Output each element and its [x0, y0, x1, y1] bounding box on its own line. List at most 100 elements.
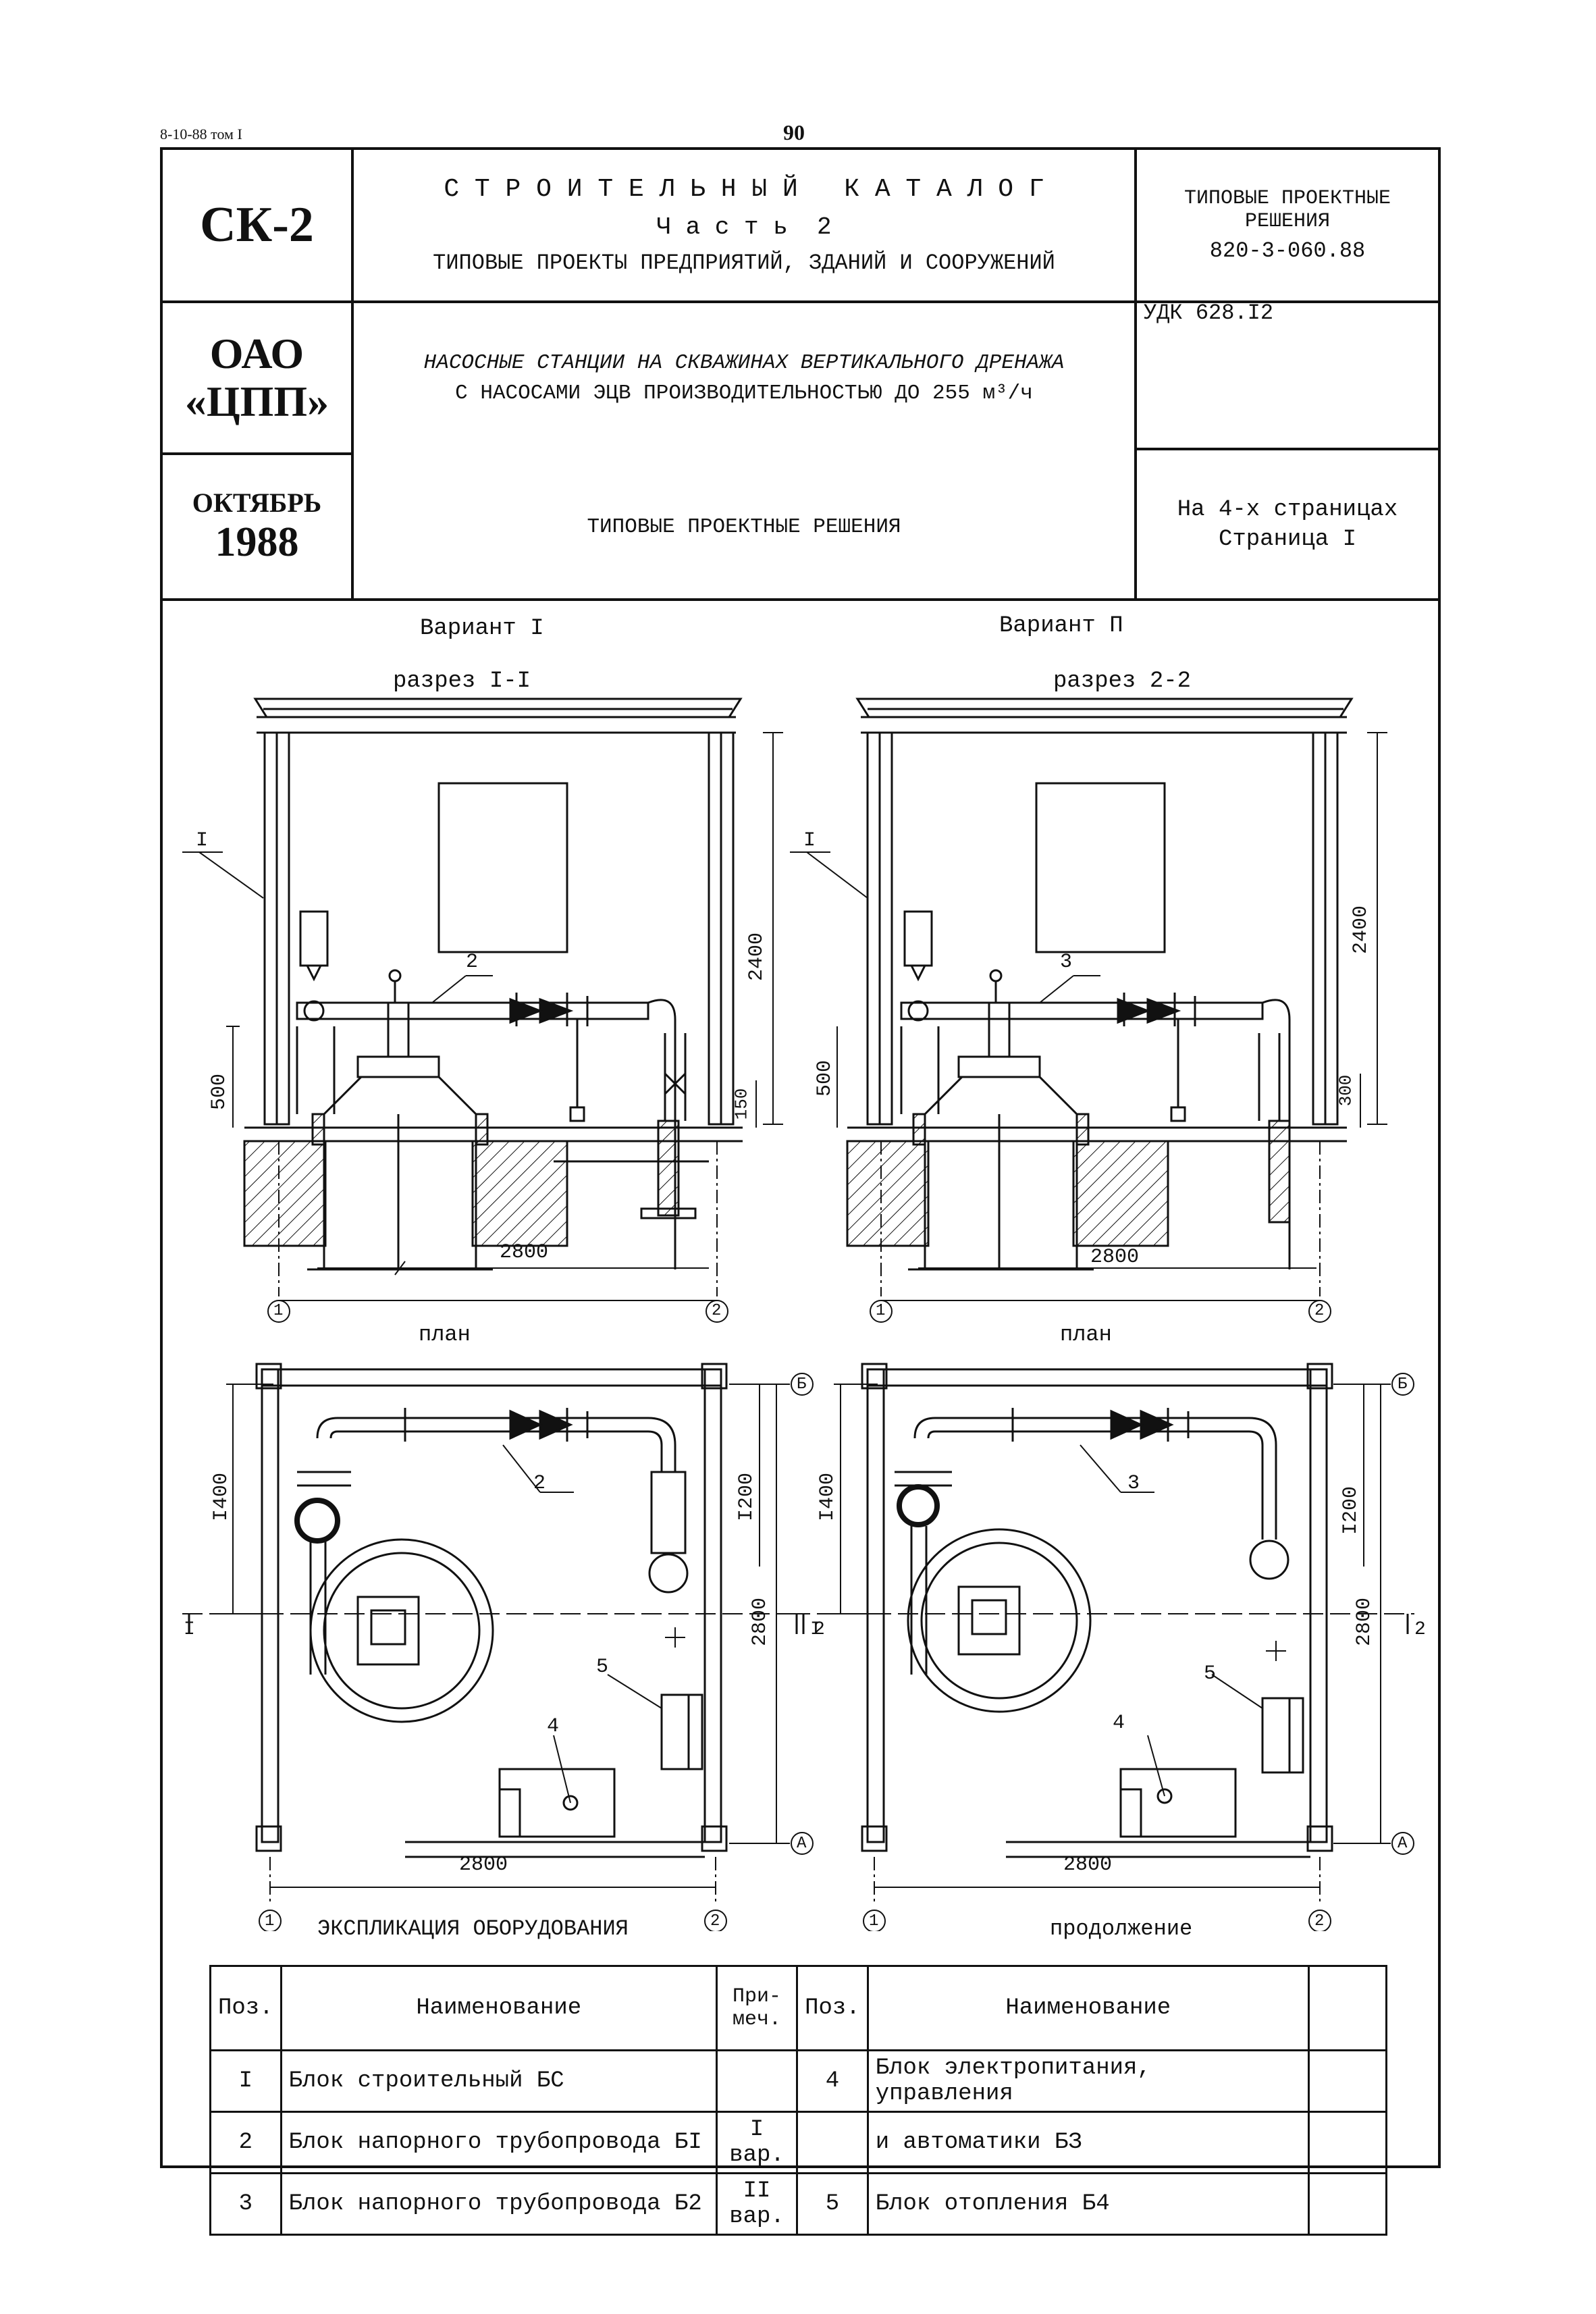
doc-type-cell: ТИПОВЫЕ ПРОЕКТНЫЕ РЕШЕНИЯ: [354, 455, 1134, 598]
plan-2-axis-2: 2: [1314, 1912, 1325, 1930]
row-empty: [1307, 2049, 1388, 2113]
pos-3-label-section-2: 3: [1060, 951, 1073, 974]
page-number: 90: [783, 120, 805, 144]
explication-table: Поз. Наименование При-меч. Поз. Наименов…: [209, 1965, 1388, 2236]
plan-2-pos-3: 3: [1127, 1472, 1140, 1495]
topic-cell: НАСОСНЫЕ СТАНЦИИ НА СКВАЖИНАХ ВЕРТИКАЛЬН…: [354, 303, 1134, 452]
catalog-subtitle: ТИПОВЫЕ ПРОЕКТЫ ПРЕДПРИЯТИЙ, ЗДАНИЙ И СО…: [433, 251, 1055, 275]
pos-1-label-section-1: I: [196, 829, 209, 852]
row-pos-2: 5: [796, 2172, 869, 2236]
plan-2-dim-1400: I400: [816, 1472, 840, 1522]
solutions-cell: ТИПОВЫЕ ПРОЕКТНЫЕ РЕШЕНИЯ 820-3-060.88: [1137, 150, 1438, 300]
row-pos: 2: [209, 2111, 282, 2174]
plan-1-axis-2: 2: [710, 1912, 720, 1930]
doc-type-text: ТИПОВЫЕ ПРОЕКТНЫЕ РЕШЕНИЯ: [587, 515, 901, 539]
dim-500-section-1: 500: [208, 1073, 232, 1111]
code-cell: СК-2: [163, 150, 351, 300]
axis-1-section-2: 1: [876, 1302, 886, 1320]
title-block: [160, 147, 1441, 601]
plan-2-label: план: [1060, 1322, 1112, 1347]
row-note: [715, 2049, 799, 2113]
dim-300-section-2: 300: [1335, 1074, 1356, 1107]
pos-2-label-section-1: 2: [466, 951, 479, 974]
plan-1-dim-1200: I200: [735, 1472, 759, 1522]
row-pos: I: [209, 2049, 282, 2113]
table-row: 3 Блок напорного трубопровода Б2 II вар.…: [209, 2172, 1388, 2236]
date-cell: ОКТЯБРЬ 1988: [163, 455, 351, 598]
variant-2-title: Вариант П: [999, 613, 1123, 639]
row-name: Блок строительный БС: [280, 2049, 718, 2113]
plan-1-axis-b: Б: [797, 1375, 807, 1394]
section-1-title: разрез I-I: [393, 668, 531, 694]
plan-1-pos-4: 4: [547, 1715, 560, 1738]
header-name: Наименование: [280, 1965, 718, 2051]
dim-2800-section-1: 2800: [500, 1241, 549, 1264]
plan-2-axis-a: А: [1398, 1835, 1408, 1853]
dim-2400-section-2: 2400: [1350, 905, 1373, 955]
row-name-2: Блок отопления Б4: [866, 2172, 1310, 2236]
axis-2-section-2: 2: [1314, 1302, 1325, 1320]
plan-1-section-mark-left: I: [184, 1619, 195, 1640]
header-name-2: Наименование: [866, 1965, 1310, 2051]
plan-1-axis-a: А: [797, 1835, 807, 1853]
dim-2400-section-1: 2400: [745, 932, 769, 982]
row-name: Блок напорного трубопровода БI: [280, 2111, 718, 2174]
row-pos: 3: [209, 2172, 282, 2236]
plan-drawings: [182, 1363, 1414, 1931]
table-header-row: Поз. Наименование При-меч. Поз. Наименов…: [209, 1965, 1388, 2051]
row-empty: [1307, 2111, 1388, 2174]
section-1-drawing: [182, 698, 783, 1323]
section-2-drawing: [790, 698, 1387, 1323]
plan-2-dim-2800: 2800: [1063, 1853, 1113, 1876]
dim-2800-section-2: 2800: [1090, 1246, 1140, 1269]
plan-1-label: план: [419, 1322, 471, 1347]
pos-1-label-section-2: I: [803, 829, 816, 852]
dim-500-section-2: 500: [814, 1059, 837, 1097]
plan-1-dim-1400: I400: [210, 1472, 234, 1522]
plan-1-pos-2: 2: [533, 1472, 546, 1495]
plan-2-section-mark-left: 2: [814, 1619, 825, 1640]
row-note: I вар.: [715, 2111, 799, 2174]
plan-2-dim-1200: I200: [1339, 1485, 1363, 1535]
solutions-line-2: РЕШЕНИЯ: [1244, 210, 1331, 233]
code-text: СК-2: [200, 197, 314, 253]
axis-1-section-1: 1: [273, 1302, 284, 1320]
row-pos-2: [796, 2111, 869, 2174]
plan-1-axis-1: 1: [265, 1912, 275, 1930]
topic-line-2: С НАСОСАМИ ЭЦВ ПРОИЗВОДИТЕЛЬНОСТЬЮ ДО 25…: [455, 381, 1033, 405]
page-label: Страница I: [1218, 526, 1357, 552]
header-pos-2: Поз.: [796, 1965, 869, 2051]
plan-2-axis-b: Б: [1398, 1375, 1408, 1394]
udk-cell: УДК 628.I2: [1144, 300, 1434, 341]
pages-total: На 4-х страницах: [1177, 496, 1398, 523]
plan-2-dim-2800-vertical: 2800: [1353, 1597, 1377, 1647]
plan-2-section-mark-right: 2: [1414, 1619, 1426, 1640]
document-reference: 8-10-88 том I: [160, 126, 242, 142]
catalog-cell: С Т Р О И Т Е Л Ь Н Ы Й К А Т А Л О Г Ч …: [354, 150, 1134, 300]
section-drawings: [182, 698, 1387, 1323]
solutions-number: 820-3-060.88: [1209, 238, 1366, 263]
org-line-2: «ЦПП»: [184, 377, 329, 425]
plan-1-pos-5: 5: [596, 1656, 609, 1679]
catalog-part: Ч а с т ь 2: [656, 213, 832, 241]
plan-2-pos-4: 4: [1113, 1712, 1125, 1735]
dim-150-section-1: 150: [731, 1088, 752, 1120]
plan-1-dim-2800: 2800: [459, 1853, 508, 1876]
plan-2-pos-5: 5: [1204, 1662, 1217, 1685]
plan-1-drawing: [182, 1363, 814, 1931]
variant-1-title: Вариант I: [420, 616, 544, 641]
row-name-2: и автоматики БЗ: [866, 2111, 1310, 2174]
org-line-1: ОАО: [209, 330, 304, 378]
explication-title: ЭКСПЛИКАЦИЯ ОБОРУДОВАНИЯ: [317, 1916, 629, 1941]
organization-cell: ОАО «ЦПП»: [163, 303, 351, 452]
plan-2-drawing: [790, 1363, 1414, 1931]
header-empty: [1307, 1965, 1388, 2051]
pages-cell: На 4-х страницах Страница I: [1137, 450, 1438, 598]
header-note: При-меч.: [715, 1965, 799, 2051]
row-note: II вар.: [715, 2172, 799, 2236]
axis-2-section-1: 2: [712, 1302, 722, 1320]
header-pos: Поз.: [209, 1965, 282, 2051]
year-text: 1988: [215, 519, 299, 565]
catalog-title: С Т Р О И Т Е Л Ь Н Ы Й К А Т А Л О Г: [444, 175, 1044, 204]
plan-1-dim-2800-vertical: 2800: [749, 1597, 772, 1647]
